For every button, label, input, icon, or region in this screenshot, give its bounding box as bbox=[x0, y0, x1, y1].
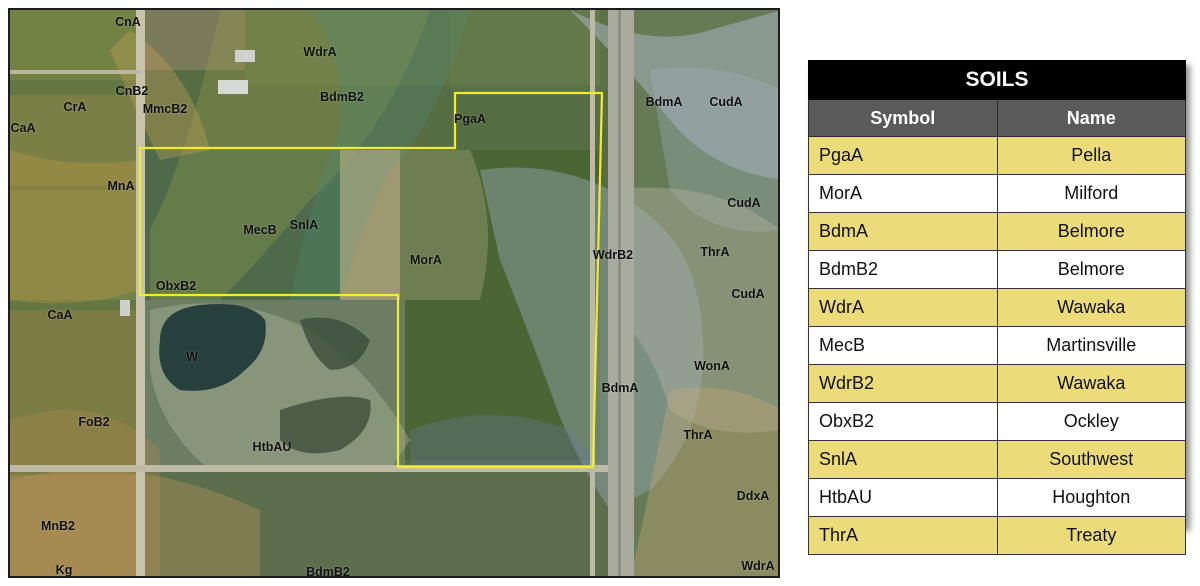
soil-label-caa: CaA bbox=[10, 121, 36, 135]
soil-label-wdra: WdrA bbox=[303, 45, 337, 59]
soil-label-caa-2: CaA bbox=[47, 308, 73, 322]
soil-symbol: BdmA bbox=[808, 212, 998, 251]
table-row: ThrA Treaty bbox=[808, 516, 1186, 555]
table-row: ObxB2 Ockley bbox=[808, 402, 1186, 441]
soil-symbol: MorA bbox=[808, 174, 998, 213]
table-row: HtbAU Houghton bbox=[808, 478, 1186, 517]
soil-label-cuda-2: CudA bbox=[727, 196, 761, 210]
soil-symbol: WdrB2 bbox=[808, 364, 998, 403]
soil-label-cnb2: CnB2 bbox=[115, 84, 149, 98]
table-row: BdmB2 Belmore bbox=[808, 250, 1186, 289]
soil-label-obxb2: ObxB2 bbox=[155, 279, 197, 293]
soil-symbol: PgaA bbox=[808, 136, 998, 175]
soil-label-wdra-2: WdrA bbox=[741, 559, 775, 573]
soil-label-cra: CrA bbox=[63, 100, 87, 114]
table-row: BdmA Belmore bbox=[808, 212, 1186, 251]
soil-label-wdrb2: WdrB2 bbox=[592, 248, 634, 262]
soil-label-ddxa: DdxA bbox=[736, 489, 770, 503]
soil-label-w: W bbox=[186, 350, 198, 364]
soil-symbol: ThrA bbox=[808, 516, 998, 555]
property-boundary bbox=[138, 91, 604, 469]
soil-label-pgaa: PgaA bbox=[454, 112, 486, 126]
soil-label-thra: ThrA bbox=[700, 245, 730, 259]
table-row: PgaA Pella bbox=[808, 136, 1186, 175]
table-row: SnlA Southwest bbox=[808, 440, 1186, 479]
soil-label-cuda-3: CudA bbox=[731, 287, 765, 301]
soil-label-bdma: BdmA bbox=[645, 95, 683, 109]
soil-label-bdmb2: BdmB2 bbox=[320, 90, 364, 104]
table-row: WdrB2 Wawaka bbox=[808, 364, 1186, 403]
soil-symbol: BdmB2 bbox=[808, 250, 998, 289]
soil-label-fob2: FoB2 bbox=[78, 415, 110, 429]
soil-label-mna: MnA bbox=[107, 179, 135, 193]
soil-name: Wawaka bbox=[996, 288, 1186, 327]
soil-name: Southwest bbox=[996, 440, 1186, 479]
soil-symbol: MecB bbox=[808, 326, 998, 365]
soil-label-mnb2: MnB2 bbox=[40, 519, 76, 533]
soil-name: Treaty bbox=[996, 516, 1186, 555]
column-header-symbol: Symbol bbox=[808, 99, 998, 137]
soil-label-snla: SnlA bbox=[289, 218, 319, 232]
soil-name: Belmore bbox=[996, 250, 1186, 289]
soil-label-kg: Kg bbox=[55, 563, 73, 577]
soil-name: Milford bbox=[996, 174, 1186, 213]
table-row: MecB Martinsville bbox=[808, 326, 1186, 365]
soil-label-mmcb2: MmcB2 bbox=[142, 102, 188, 116]
soil-label-cna: CnA bbox=[115, 15, 141, 29]
soil-name: Martinsville bbox=[996, 326, 1186, 365]
soil-name: Pella bbox=[996, 136, 1186, 175]
soil-label-mecb: MecB bbox=[243, 223, 277, 237]
soils-legend: SOILS Symbol Name PgaA Pella MorA Milfor… bbox=[808, 60, 1186, 555]
soil-map: CnA CnB2 MmcB2 CrA CaA WdrA BdmB2 PgaA B… bbox=[8, 8, 780, 578]
soil-label-wona: WonA bbox=[694, 359, 730, 373]
soil-name: Belmore bbox=[996, 212, 1186, 251]
table-row: WdrA Wawaka bbox=[808, 288, 1186, 327]
soil-label-htbau: HtbAU bbox=[252, 440, 292, 454]
soil-symbol: WdrA bbox=[808, 288, 998, 327]
soil-symbol: HtbAU bbox=[808, 478, 998, 517]
soil-name: Ockley bbox=[996, 402, 1186, 441]
soil-label-bdmb2-2: BdmB2 bbox=[306, 565, 350, 578]
soil-label-cuda: CudA bbox=[709, 95, 743, 109]
soil-name: Houghton bbox=[996, 478, 1186, 517]
aerial-imagery bbox=[10, 10, 778, 576]
soil-symbol: SnlA bbox=[808, 440, 998, 479]
soil-symbol: ObxB2 bbox=[808, 402, 998, 441]
soil-label-mora: MorA bbox=[410, 253, 442, 267]
soil-label-thra-2: ThrA bbox=[683, 428, 713, 442]
legend-title: SOILS bbox=[808, 60, 1186, 100]
column-header-name: Name bbox=[996, 99, 1186, 137]
soil-label-bdma-2: BdmA bbox=[601, 381, 639, 395]
soil-name: Wawaka bbox=[996, 364, 1186, 403]
table-row: MorA Milford bbox=[808, 174, 1186, 213]
soils-table: SOILS Symbol Name PgaA Pella MorA Milfor… bbox=[808, 60, 1186, 555]
